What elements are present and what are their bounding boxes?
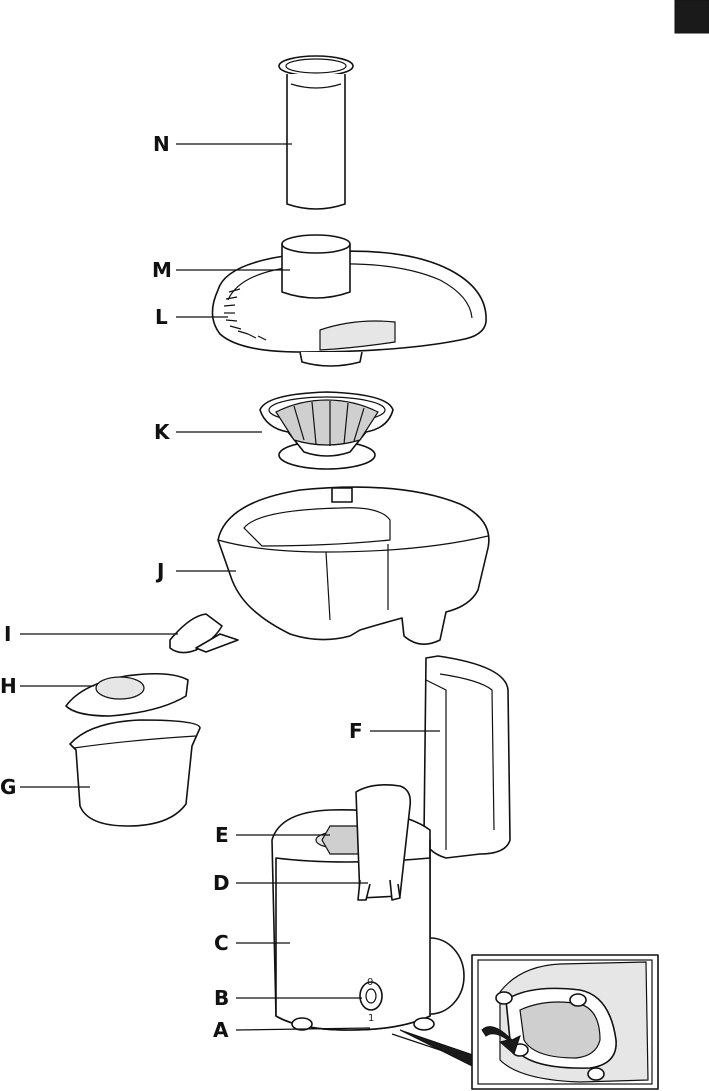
leader-a <box>235 1027 371 1031</box>
part-b-switch: 0 1 <box>359 977 383 1024</box>
leader-lines <box>20 143 440 1031</box>
part-m-feed-tube <box>281 234 351 299</box>
part-g-juice-jug <box>69 719 201 827</box>
label-j: J <box>155 559 164 583</box>
part-f-cover <box>423 655 511 859</box>
part-labels: N M L K J I H G F E D C B A <box>0 132 363 1042</box>
label-m: M <box>152 258 172 282</box>
label-a: A <box>213 1018 229 1042</box>
switch-mark-on: 1 <box>368 1013 374 1024</box>
label-g: G <box>0 775 16 799</box>
label-l: L <box>155 305 168 329</box>
label-f: F <box>349 719 363 743</box>
label-i: I <box>4 622 11 646</box>
label-e: E <box>215 823 229 847</box>
label-k: K <box>154 420 171 444</box>
label-c: C <box>214 931 229 955</box>
label-h: H <box>0 674 17 698</box>
part-k-filter <box>259 391 394 470</box>
part-j-pulp-container <box>217 486 490 645</box>
inset-detail-underside <box>391 954 659 1090</box>
page-corner-tab <box>674 0 709 34</box>
part-i-spout <box>169 613 239 654</box>
lid-vent-slots <box>223 288 267 341</box>
part-h-jug-lid <box>65 672 189 717</box>
part-l-lid <box>211 250 487 367</box>
label-b: B <box>214 986 229 1010</box>
label-n: N <box>153 132 170 156</box>
label-d: D <box>213 871 230 895</box>
part-d-locking-arm <box>355 784 412 901</box>
switch-mark-off: 0 <box>367 977 373 988</box>
part-n-food-pusher <box>278 55 354 210</box>
